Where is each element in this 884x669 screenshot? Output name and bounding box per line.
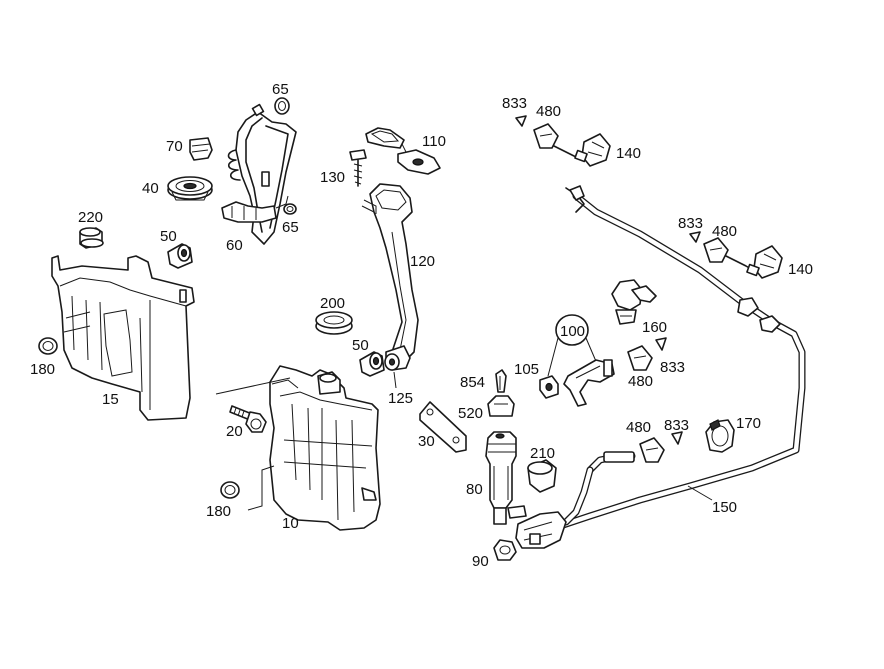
label-480-a: 480 [536,103,561,120]
part-60-level-sensor [221,103,297,245]
part-833-filter-b [689,231,701,243]
part-80-washer-pump [485,431,527,525]
label-140-b: 140 [788,261,813,278]
label-150: 150 [712,499,737,516]
label-170: 170 [736,415,761,432]
part-40-seal [167,176,213,201]
label-110: 110 [422,133,446,150]
label-520: 520 [458,405,483,422]
part-70-plug [189,137,213,161]
label-833-c: 833 [660,359,685,376]
part-480-valve-b [703,237,729,263]
part-210-cap [527,459,557,493]
part-180-ring-lower [220,481,240,499]
part-160-clip [611,279,657,325]
label-60: 60 [226,237,243,254]
label-180-lower: 180 [206,503,231,520]
label-480-c: 480 [628,373,653,390]
part-220-grommet [79,227,104,249]
part-170-clamp [705,419,735,453]
label-833-a: 833 [502,95,527,112]
label-70: 70 [166,138,183,155]
label-833-d: 833 [664,417,689,434]
label-130: 130 [320,169,345,186]
part-150-hose [515,185,806,549]
label-480-d: 480 [626,419,651,436]
label-480-b: 480 [712,223,737,240]
part-65-oring-top [274,97,290,115]
label-200: 200 [320,295,345,312]
part-130-screw [349,149,367,187]
label-80: 80 [466,481,483,498]
part-180-ring-left [38,337,58,355]
label-65-top: 65 [272,81,289,98]
part-140-nozzle-a [553,133,611,167]
label-854: 854 [460,374,485,391]
part-833-filter-a [515,115,527,127]
label-180-left: 180 [30,361,55,378]
label-833-b: 833 [678,215,703,232]
part-65-oring-bottom [283,203,297,215]
label-10: 10 [282,515,299,532]
part-480-valve-d [639,437,665,463]
label-140-a: 140 [616,145,641,162]
label-220: 220 [78,209,103,226]
label-20: 20 [226,423,243,440]
part-120-filler-neck [361,183,419,371]
part-480-valve-a [533,123,559,149]
label-210: 210 [530,445,555,462]
part-833-filter-c [655,337,667,351]
part-50-grommet-upper [167,243,193,269]
part-140-nozzle-b [725,245,783,279]
label-120: 120 [410,253,435,270]
label-50-upper: 50 [160,228,177,245]
label-160: 160 [642,319,667,336]
label-50-lower: 50 [352,337,369,354]
label-90: 90 [472,553,489,570]
part-520-connector [487,395,515,417]
part-15-reservoir [51,255,195,421]
part-90-grommet [493,539,517,561]
label-105: 105 [514,361,539,378]
label-65-bottom: 65 [282,219,299,236]
part-854-valve [495,369,507,393]
part-100-valve-assembly [547,314,615,407]
part-105-nozzle-connector [539,375,559,399]
part-480-valve-c [627,345,653,371]
part-833-filter-d [671,431,683,445]
part-110-cap [365,127,441,175]
label-30: 30 [418,433,435,450]
label-15: 15 [102,391,119,408]
label-100: 100 [560,323,585,340]
part-10-reservoir [269,365,381,531]
part-20-bolt [229,405,267,433]
part-200-grommet [315,311,353,335]
part-30-bracket [419,401,467,453]
label-125: 125 [388,390,413,407]
part-50-grommet-lower [359,351,385,377]
label-40: 40 [142,180,159,197]
